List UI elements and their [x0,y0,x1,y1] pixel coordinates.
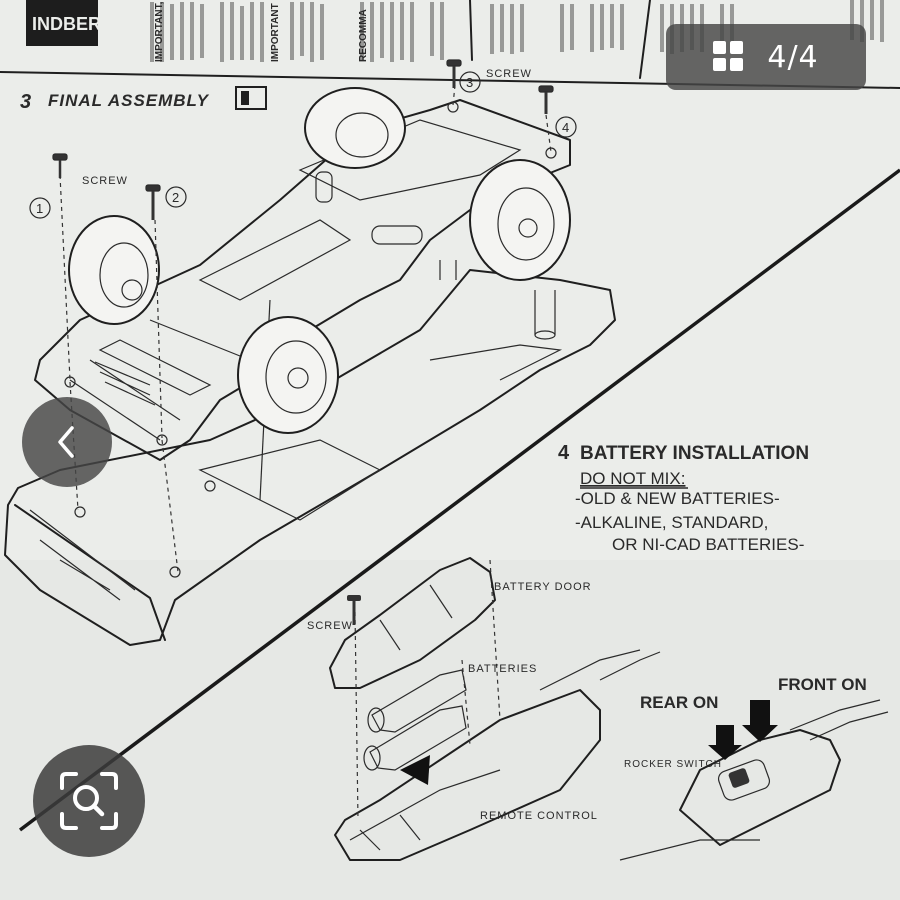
step4-warning: 4 BATTERY INSTALLATION DO NOT MIX: -OLD … [558,442,809,554]
step4-warn-line1: -OLD & NEW BATTERIES- [575,489,780,508]
label-rocker-switch: ROCKER SWITCH [624,759,722,770]
step3-number: 3 [20,91,31,113]
label-screw-step4: SCREW [307,620,353,632]
label-battery-door: BATTERY DOOR [494,581,592,593]
label-batteries: BATTERIES [468,663,537,675]
step4-warn-heading: DO NOT MIX: [580,469,685,488]
step4-warn-line3: OR NI-CAD BATTERIES- [612,535,804,554]
lens-search-button[interactable] [33,745,145,857]
step3-heading: 3 FINAL ASSEMBLY [20,86,267,113]
lens-search-icon [60,772,118,830]
previous-image-button[interactable] [22,397,112,487]
step4-title: BATTERY INSTALLATION [580,443,809,464]
callout-2: 2 [172,190,179,205]
label-remote-control: REMOTE CONTROL [480,810,598,822]
brand-logo-text: INDBER [32,14,101,34]
glue-symbol-icon [235,86,267,110]
header-col-important-2: IMPORTANT [270,3,281,62]
step3-screw-label-top: SCREW [486,68,532,80]
grid-icon [713,41,745,73]
screw-icon-3 [446,59,462,88]
label-rear-on: REAR ON [640,693,718,712]
screw-icon-1 [52,153,68,178]
label-front-on: FRONT ON [778,675,867,694]
step4-number: 4 [558,442,570,464]
wheel-front-right [237,316,339,434]
image-counter[interactable]: 4/4 [666,24,866,90]
header-col-recomma: RECOMMA [358,9,369,62]
wheel-front-left [68,215,160,325]
step3-screw-label-left: SCREW [82,175,128,187]
callout-3: 3 [466,75,473,90]
wheel-rear-right [469,159,571,281]
header-strip: INDBER IMPORTANT, F [0,0,900,89]
remote-control-drawing: BATTERY DOOR SCREW BATTERIES REMOTE CONT… [307,557,889,861]
wheel-rear-left [304,87,406,169]
screw-icon-2 [145,184,161,220]
image-counter-text: 4/4 [767,39,819,75]
diagonal-fold-line [18,168,900,832]
chevron-left-icon [58,426,74,458]
callout-1: 1 [36,201,43,216]
screw-icon-4 [538,85,554,114]
header-col-important-1: IMPORTANT, F [154,0,165,62]
step4-warn-line2: -ALKALINE, STANDARD, [575,513,768,532]
callout-4: 4 [562,120,569,135]
step3-title: FINAL ASSEMBLY [48,91,210,110]
chassis-drawing: 1 2 3 4 SCREW SCREW [4,59,616,646]
